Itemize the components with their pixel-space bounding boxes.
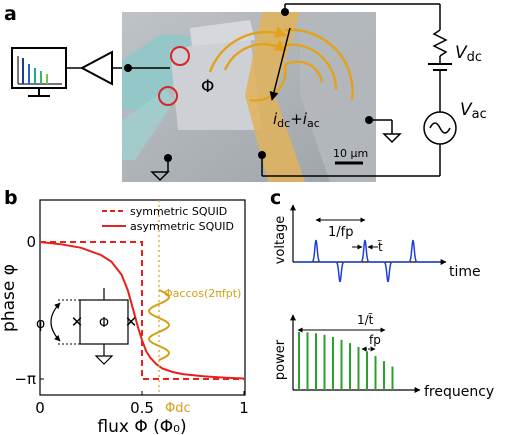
junction-icon: ✕ (71, 313, 84, 331)
frequency-axis-label: frequency (424, 384, 494, 400)
spacing-label: fp (369, 333, 381, 347)
power-axis-label: power (273, 339, 288, 380)
contact-dot (365, 116, 373, 124)
legend-symmetric: symmetric SQUID (130, 205, 227, 218)
scale-bar-label: 10 μm (333, 147, 368, 160)
contact-dot (258, 151, 266, 159)
contact-dot (164, 154, 172, 162)
amplifier-icon (66, 50, 128, 86)
x-tick-label: 0.5 (130, 399, 154, 417)
y-axis-label: phase φ (0, 264, 19, 332)
envelope-label: 1/t̃ (357, 313, 374, 327)
x-ticks (39, 391, 245, 395)
panel-c: c voltage time 1/fp t̃ power frequency 1… (270, 187, 494, 400)
width-label: t̃ (378, 240, 383, 254)
vdc-label: Vdc (455, 43, 482, 65)
x-axis-label: flux Φ (Φ₀) (97, 417, 186, 435)
vac-label: Vac (460, 100, 487, 122)
x-tick-label: 0 (35, 399, 45, 417)
contact-dot (124, 64, 132, 72)
legend-asymmetric: asymmetric SQUID (130, 220, 234, 233)
panel-b-label: b (4, 187, 18, 209)
phi-dc-label: Φdc (165, 401, 191, 416)
period-label: 1/fp (328, 225, 353, 240)
phi-ac-label: Φaccos(2πfpt) (164, 287, 241, 300)
y-tick-label: 0 (26, 233, 36, 251)
circuit-wiring (128, 3, 457, 177)
flux-drive-wave (147, 289, 171, 361)
ground-icon (150, 171, 170, 182)
symmetric-squid-curve (40, 241, 244, 380)
squid-inset: ✕ ✕ Φ φ (36, 288, 138, 365)
panel-b: b 0 0.5 1 0 −π phase φ flux Φ (Φ₀) Φdc Φ… (0, 187, 249, 435)
y-tick-label: −π (14, 370, 36, 388)
legend: symmetric SQUID asymmetric SQUID (102, 205, 234, 233)
current-label: idc+iac (273, 110, 320, 130)
junction-icon: ✕ (125, 313, 138, 331)
ground-icon (382, 133, 402, 144)
asymmetric-squid-curve (39, 241, 245, 380)
panel-a-label: a (4, 3, 17, 25)
time-axis-label: time (449, 264, 481, 280)
plot-curves (39, 241, 245, 380)
ground-icon (94, 355, 114, 365)
flux-label: Φ (201, 77, 214, 97)
panel-c-label: c (270, 187, 281, 209)
inset-phase-label: φ (36, 316, 45, 332)
x-tick-label: 1 (239, 399, 249, 417)
panel-a: a (4, 3, 487, 182)
contact-dot (281, 8, 289, 16)
inset-flux-label: Φ (99, 316, 109, 331)
voltage-axis-label: voltage (273, 216, 288, 265)
sem-image: Φ idc+iac 10 μm (122, 12, 376, 182)
voltage-pulse-trace (295, 239, 440, 283)
monitor-icon (11, 47, 67, 97)
power-spectrum (298, 332, 394, 390)
